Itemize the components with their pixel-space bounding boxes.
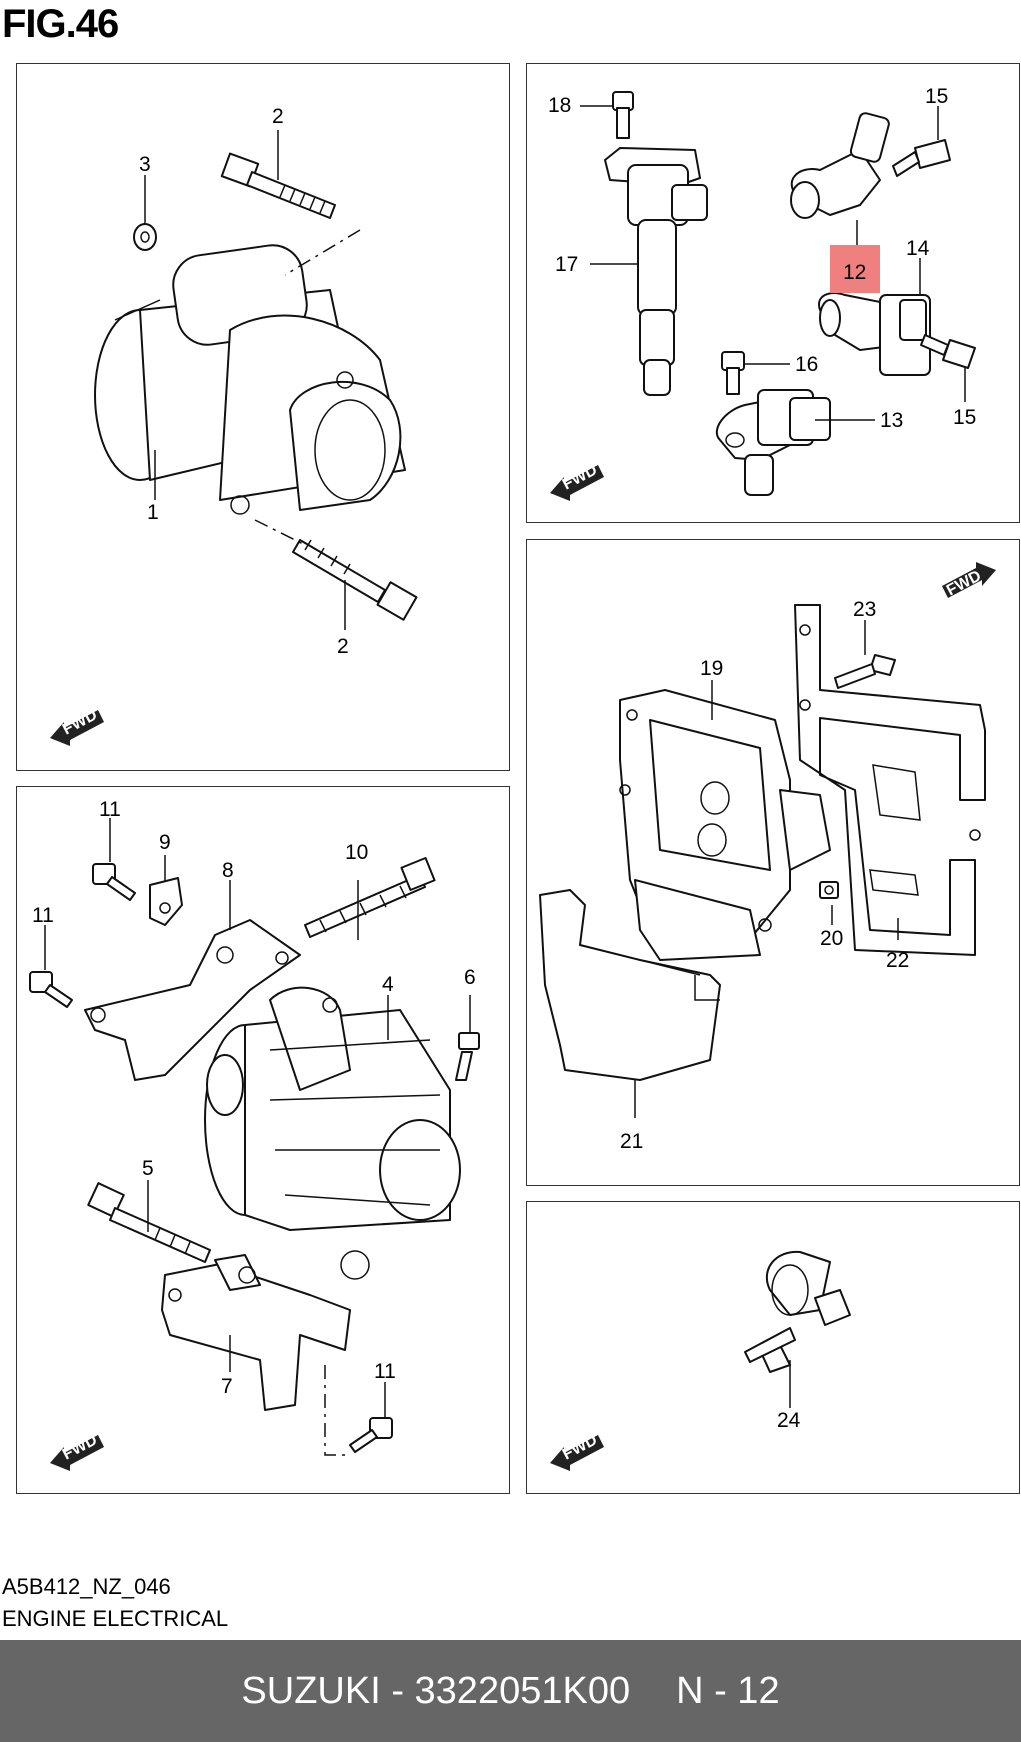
starter-motor bbox=[94, 244, 406, 515]
callout-24: 24 bbox=[777, 1409, 801, 1432]
crank-sensor bbox=[818, 292, 931, 376]
sensor-bolt-lower bbox=[920, 334, 976, 369]
callout-12: 12 bbox=[843, 261, 866, 284]
svg-text:FWD: FWD bbox=[944, 567, 984, 599]
figure-title: FIG.46 bbox=[2, 2, 119, 46]
callout-20: 20 bbox=[820, 927, 843, 950]
callout-7: 7 bbox=[221, 1375, 233, 1398]
callout-11-bottom: 11 bbox=[374, 1360, 396, 1383]
callout-18: 18 bbox=[548, 94, 571, 117]
coil-bolt bbox=[612, 91, 634, 139]
callout-11-top: 11 bbox=[99, 798, 121, 821]
starter-washer bbox=[133, 223, 157, 251]
callout-15-lower: 15 bbox=[953, 406, 976, 429]
callout-13: 13 bbox=[880, 409, 903, 432]
callout-5: 5 bbox=[142, 1157, 154, 1180]
callout-11-left: 11 bbox=[32, 904, 54, 927]
crank-position-sensor bbox=[715, 389, 831, 496]
footer-page-position: N - 12 bbox=[676, 1669, 780, 1712]
fwd-arrow-ignition: FWD bbox=[550, 461, 604, 501]
ecm-unit bbox=[619, 689, 831, 961]
fwd-arrow-alternator: FWD bbox=[50, 1431, 104, 1471]
callout-2-upper: 2 bbox=[272, 105, 284, 128]
diagram-reference-code: A5B412_NZ_046 bbox=[2, 1574, 171, 1599]
callout-4: 4 bbox=[382, 973, 394, 996]
cam-sensor bbox=[790, 112, 890, 219]
alternator bbox=[204, 986, 461, 1280]
callout-16: 16 bbox=[795, 353, 818, 376]
ecm-nut bbox=[819, 881, 839, 899]
fwd-arrow-switch: FWD bbox=[550, 1431, 604, 1471]
ecm-cover bbox=[539, 889, 721, 1081]
alternator-bracket-lower bbox=[161, 1254, 351, 1411]
footer-part-number: SUZUKI - 3322051K00 bbox=[241, 1669, 631, 1712]
starter-bolt-lower bbox=[292, 539, 418, 621]
pivot-bolt bbox=[87, 1182, 211, 1263]
callout-15-upper: 15 bbox=[925, 85, 948, 108]
callout-8: 8 bbox=[222, 859, 234, 882]
callout-21: 21 bbox=[620, 1130, 643, 1153]
callout-3: 3 bbox=[139, 153, 151, 176]
callout-23: 23 bbox=[853, 598, 876, 621]
sensor-bolt-small bbox=[721, 351, 745, 395]
alternator-shim bbox=[149, 877, 183, 926]
callout-14: 14 bbox=[906, 237, 930, 260]
sensor-bolt-upper bbox=[892, 139, 951, 177]
callout-1: 1 bbox=[147, 501, 159, 524]
callout-6: 6 bbox=[464, 966, 476, 989]
section-name: ENGINE ELECTRICAL bbox=[2, 1606, 229, 1631]
footer-bar: SUZUKI - 3322051K00 N - 12 bbox=[0, 1640, 1021, 1742]
callout-10: 10 bbox=[345, 841, 368, 864]
fwd-arrow-ecm: FWD bbox=[942, 562, 996, 600]
callout-2-lower: 2 bbox=[337, 635, 349, 658]
ecm-bracket bbox=[794, 604, 986, 956]
oil-pressure-switch bbox=[744, 1250, 851, 1373]
fwd-arrow-starter: FWD bbox=[50, 706, 104, 746]
highlight-box bbox=[830, 245, 880, 293]
callout-17: 17 bbox=[555, 253, 578, 276]
ignition-coil bbox=[604, 147, 708, 396]
starter-bolt-upper bbox=[220, 152, 336, 219]
callout-19: 19 bbox=[700, 657, 723, 680]
bracket-bolt-c bbox=[349, 1417, 393, 1453]
bracket-bolt-a bbox=[92, 863, 136, 901]
alternator-nut bbox=[455, 1032, 480, 1081]
callout-9: 9 bbox=[159, 831, 171, 854]
adjust-bolt bbox=[304, 857, 436, 938]
alternator-bracket-upper bbox=[84, 919, 301, 1081]
bracket-bolt-b bbox=[29, 971, 73, 1008]
ecm-bolt bbox=[834, 654, 896, 689]
callout-22: 22 bbox=[886, 949, 909, 972]
